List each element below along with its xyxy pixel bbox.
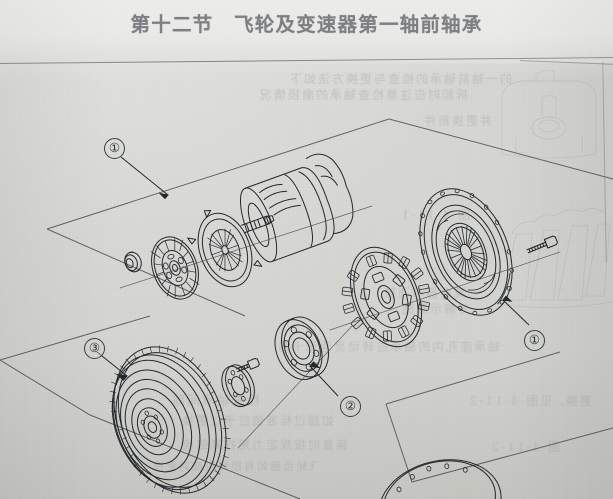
clutch-cover-upper	[187, 210, 263, 288]
bell-housing	[239, 167, 335, 263]
pressure-plate	[418, 188, 514, 316]
callout-1-bottom-right[interactable]: ①	[524, 330, 545, 351]
clutch-disc-upper	[150, 236, 200, 300]
flywheel	[109, 345, 231, 495]
callout-leaders	[96, 156, 530, 397]
clutch-disc-main	[341, 246, 430, 348]
callout-2[interactable]: ②	[340, 396, 361, 417]
bell-housing-boss	[305, 153, 354, 235]
top-margin-strip	[0, 0, 613, 63]
callout-1-top-left[interactable]: ①	[104, 138, 125, 159]
flywheel-partial-bottom	[378, 459, 502, 499]
cover-bolt	[526, 235, 558, 254]
pilot-bushing	[124, 251, 142, 273]
flange-bolt	[235, 357, 260, 373]
page-title: 第十二节 飞轮及变速器第一轴前轴承	[0, 8, 613, 37]
front-bearing	[274, 316, 329, 381]
flange	[221, 364, 255, 408]
input-shaft	[241, 215, 275, 234]
callout-3[interactable]: ③	[84, 338, 105, 359]
